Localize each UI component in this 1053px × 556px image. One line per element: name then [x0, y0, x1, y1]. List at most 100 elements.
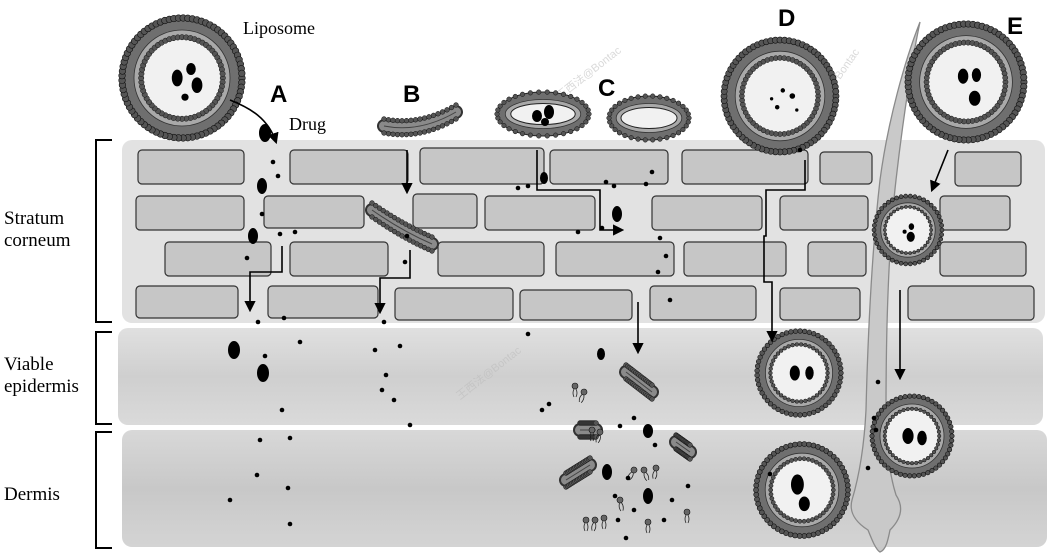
- drug-dot: [372, 347, 378, 353]
- liposome-fragments: [365, 102, 697, 534]
- corneocyte: [263, 195, 365, 229]
- drug-dot: [262, 353, 268, 359]
- drug-dot: [612, 493, 618, 499]
- drug-molecules: [227, 124, 881, 541]
- drug-dot: [255, 319, 261, 325]
- drug-dot: [643, 181, 649, 187]
- corneocyte: [137, 149, 245, 185]
- drug-dot: [611, 183, 617, 189]
- bilayer-fragment-C-3: [573, 420, 603, 440]
- pathway-letter-B: B: [403, 81, 420, 108]
- bilayer-fragment-C-1: [619, 362, 659, 402]
- arrow-liposome-release: [229, 99, 279, 145]
- drug-dot: [379, 387, 385, 393]
- corneocyte: [519, 289, 633, 321]
- drug-dot: [297, 339, 303, 345]
- drug-dot: [865, 465, 871, 471]
- drug-dot: [615, 517, 621, 523]
- pathway-letter-D: D: [778, 5, 795, 32]
- drug-dot: [652, 442, 658, 448]
- drug-molecule: [257, 178, 267, 194]
- liposome-E-epidermis: [869, 393, 955, 479]
- drug-dot: [539, 407, 545, 413]
- watermark-3: Bontac: [833, 46, 863, 81]
- liposome-E-corneum: [871, 193, 945, 267]
- liposome-label: Liposome: [243, 18, 315, 38]
- corneocyte: [651, 195, 763, 231]
- phospholipid: [582, 516, 590, 532]
- drug-dot: [257, 437, 263, 443]
- flat-vesicle-C-1: [494, 89, 592, 139]
- corneocyte: [419, 147, 545, 185]
- liposome-D-dermis: [753, 441, 851, 539]
- pathway-arrows: [229, 99, 949, 381]
- bilayer-fragment-C-2: [559, 455, 597, 490]
- corneocyte: [289, 241, 389, 277]
- drug-molecule: [228, 341, 240, 359]
- corneocyte: [954, 151, 1022, 187]
- drug-dot: [873, 427, 879, 433]
- drug-molecule: [248, 228, 258, 244]
- stratum-corneum-layer: [122, 140, 1045, 323]
- corneocyte: [394, 287, 514, 321]
- phospholipid: [600, 514, 608, 530]
- drug-dot: [404, 233, 410, 239]
- drug-dot: [655, 269, 661, 275]
- phospholipid: [616, 496, 624, 512]
- corneocyte: [779, 287, 861, 321]
- pathway-letter-C: C: [598, 75, 615, 102]
- drug-label: Drug: [289, 114, 326, 134]
- arrow-path-C-1: [536, 150, 625, 236]
- flat-vesicle-C-2: [606, 93, 692, 143]
- liposome-A: [118, 14, 246, 142]
- bilayer-fragment-B-corneum: [365, 200, 439, 254]
- drug-dot: [525, 331, 531, 337]
- corneocyte: [779, 195, 869, 231]
- corneocyte: [135, 195, 245, 231]
- layer-brackets: [95, 139, 112, 549]
- arrow-path-A: [244, 246, 283, 313]
- drug-dot: [631, 507, 637, 513]
- drug-dot: [657, 235, 663, 241]
- phospholipid: [595, 428, 604, 444]
- drug-dot: [631, 415, 637, 421]
- drug-dot: [407, 422, 413, 428]
- corneocyte: [649, 285, 757, 321]
- drug-molecule: [597, 348, 605, 360]
- drug-molecule: [643, 424, 653, 438]
- drug-dot: [875, 379, 881, 385]
- drug-dot: [871, 415, 877, 421]
- phospholipid: [571, 382, 579, 398]
- corneocyte: [939, 241, 1027, 277]
- corneocyte: [412, 193, 478, 229]
- phospholipid: [683, 508, 691, 524]
- bilayer-fragment-B: [377, 102, 463, 138]
- liposome-D-epidermis: [754, 328, 844, 418]
- corneocyte: [683, 241, 787, 277]
- drug-dot: [669, 497, 675, 503]
- corneocyte: [681, 149, 809, 185]
- drug-dot: [275, 173, 281, 179]
- liposome-D: [720, 36, 840, 156]
- label-dermis: Dermis: [4, 484, 60, 505]
- phospholipid: [644, 518, 652, 534]
- drug-dot: [623, 535, 629, 541]
- drug-dot: [287, 521, 293, 527]
- drug-dot: [661, 517, 667, 523]
- corneocyte: [819, 151, 873, 185]
- corneocyte: [907, 285, 1035, 321]
- drug-dot: [617, 423, 623, 429]
- drug-dot: [625, 475, 631, 481]
- drug-dot: [767, 471, 773, 477]
- phospholipid: [578, 388, 588, 403]
- drug-dot: [227, 497, 233, 503]
- drug-dot: [649, 169, 655, 175]
- drug-dot: [287, 435, 293, 441]
- drug-dot: [259, 211, 265, 217]
- corneocyte: [807, 241, 867, 277]
- drug-dot: [603, 179, 609, 185]
- corneocyte-cells: [135, 147, 1035, 321]
- drug-dot: [270, 159, 276, 165]
- drug-dot: [546, 401, 552, 407]
- drug-molecule: [602, 464, 612, 480]
